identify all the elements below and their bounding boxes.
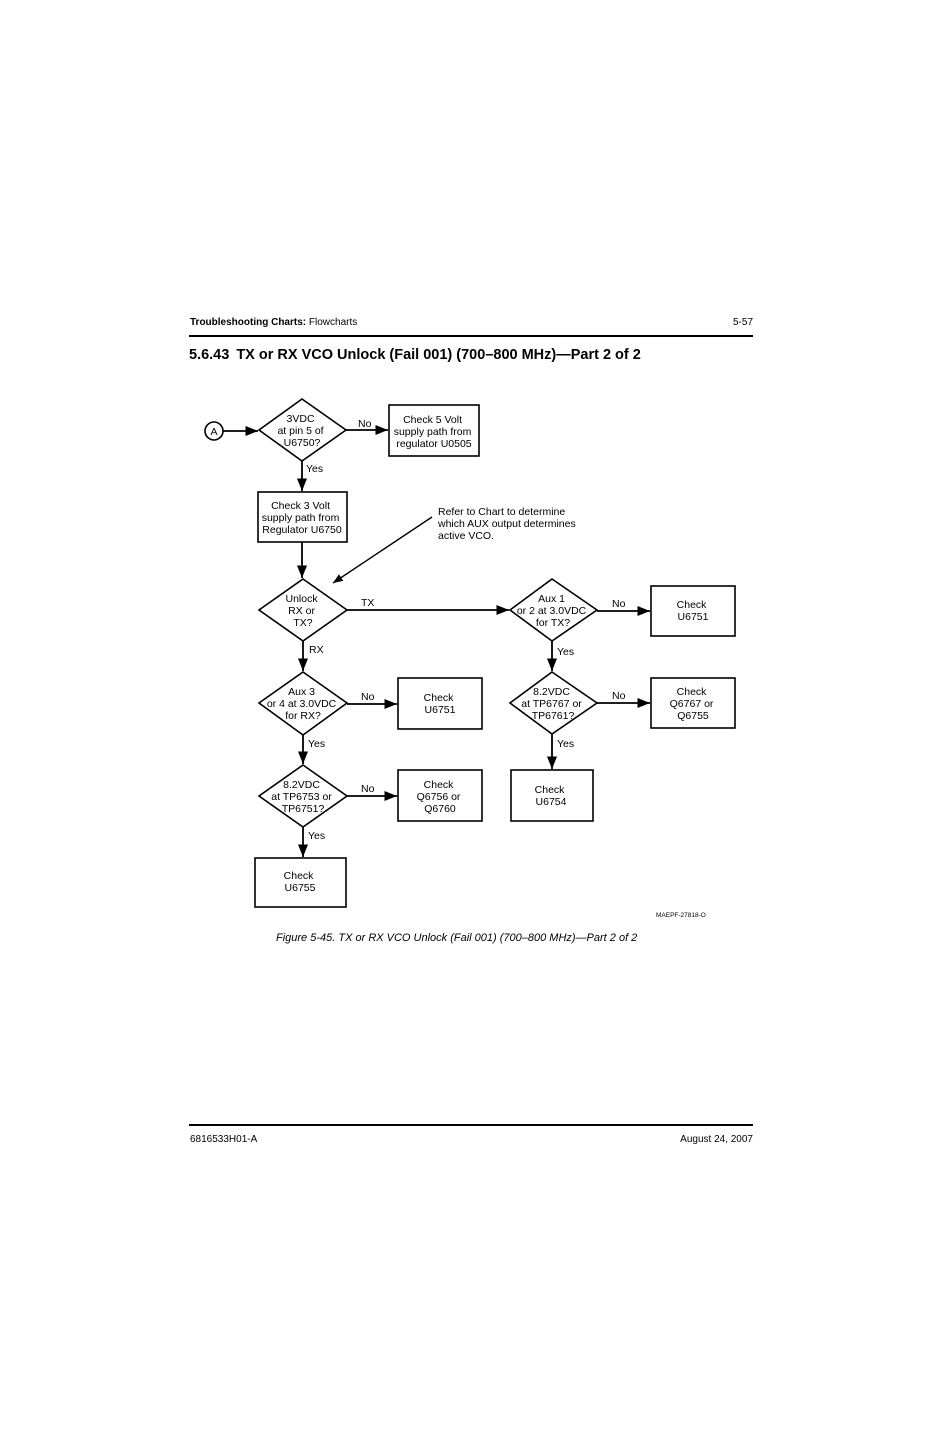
box-check-q6767: Check Q6767 or Q6755 <box>650 677 736 729</box>
decision-unlock: Unlock RX or TX? <box>257 578 349 642</box>
box-q6756-line1: Check <box>424 779 455 791</box>
box-u6755-line1: Check <box>284 870 315 882</box>
svg-text:Aux 1 or 2 at 3.0VDC: Aux 1 or 2 at 3.0VDC for TX? <box>517 593 589 629</box>
decision-aux12-line2: or 2 at 3.0VDC <box>517 605 587 617</box>
box-check-u6751-tx: Check U6751 <box>650 585 736 637</box>
label-rx: RX <box>309 644 324 656</box>
decision-8v-tx-line3: TP6761? <box>532 710 575 722</box>
figure-caption: Figure 5-45. TX or RX VCO Unlock (Fail 0… <box>276 932 638 944</box>
note-line1: Refer to Chart to determine <box>438 506 565 518</box>
label-yes-8v-tx: Yes <box>557 738 574 750</box>
box-check-3v: Check 3 Volt supply path from Regulator … <box>257 491 348 543</box>
box-check-q6756: Check Q6756 or Q6760 <box>397 769 483 822</box>
header-rule <box>189 335 753 337</box>
label-no-aux12: No <box>612 598 626 610</box>
decision-unlock-line1: Unlock <box>285 593 318 605</box>
decision-3vdc: 3VDC at pin 5 of U6750? <box>257 398 348 462</box>
page-number: 5-57 <box>732 317 753 328</box>
decision-unlock-line2: RX or <box>288 605 315 617</box>
note-line3: active VCO. <box>438 530 494 542</box>
label-no-8v-tx: No <box>612 690 626 702</box>
label-no-8v-rx: No <box>361 783 375 795</box>
footer-rule <box>189 1124 753 1126</box>
svg-text:8.2VDC at TP6767 or: 8.2VDC at TP6767 or TP6761? <box>521 686 584 722</box>
label-tx: TX <box>361 597 374 609</box>
decision-aux34: Aux 3 or 4 at 3.0VDC for RX? <box>257 671 349 736</box>
label-yes-3vdc: Yes <box>306 463 323 475</box>
svg-text:Check 5 Volt supply path: Check 5 Volt supply path from regulator … <box>394 414 475 450</box>
decision-8v-tx-line2: at TP6767 or <box>521 698 582 710</box>
box-check-u6755: Check U6755 <box>254 857 347 908</box>
box-u6751-rx-line2: U6751 <box>425 704 456 716</box>
box-check-3v-line2: supply path from <box>262 512 340 524</box>
section-title: 5.6.43 TX or RX VCO Unlock (Fail 001) (70… <box>189 347 641 363</box>
svg-text:Check U6751: Check U6751 <box>677 599 710 623</box>
svg-text:3VDC at pin 5 of U: 3VDC at pin 5 of U6750? <box>277 413 326 449</box>
doc-number: 6816533H01-A <box>190 1134 258 1145</box>
connector-a: A <box>204 421 224 441</box>
decision-aux34-line3: for RX? <box>285 710 321 722</box>
svg-text:Check U6754: Check U6754 <box>535 784 568 808</box>
decision-aux12-line1: Aux 1 <box>538 593 565 605</box>
svg-text:Check 3 Volt supply path: Check 3 Volt supply path from Regulator … <box>262 500 343 536</box>
connector-label: A <box>210 426 217 438</box>
box-check-5v-line2: supply path from <box>394 426 472 438</box>
section-title-text: TX or RX VCO Unlock (Fail 001) (700–800 … <box>236 347 641 363</box>
svg-text:Check Q6756 or Q67: Check Q6756 or Q6760 <box>417 779 464 815</box>
box-check-u6754: Check U6754 <box>510 769 594 822</box>
svg-text:Check U6755: Check U6755 <box>284 870 317 894</box>
label-no-aux34: No <box>361 691 375 703</box>
decision-8v-tx: 8.2VDC at TP6767 or TP6761? <box>508 671 599 735</box>
note-text: Refer to Chart to determine which AUX ou… <box>437 506 579 542</box>
box-check-3v-line3: Regulator U6750 <box>262 524 342 536</box>
header-section-rest: Flowcharts <box>306 317 358 328</box>
box-u6754-line2: U6754 <box>536 796 567 808</box>
label-yes-8v-rx: Yes <box>308 830 325 842</box>
decision-3vdc-line1: 3VDC <box>287 413 315 425</box>
doc-date: August 24, 2007 <box>680 1134 753 1145</box>
box-u6754-line1: Check <box>535 784 566 796</box>
svg-text:8.2VDC at TP6753 or: 8.2VDC at TP6753 or TP6751? <box>271 779 334 815</box>
decision-aux34-line2: or 4 at 3.0VDC <box>267 698 337 710</box>
decision-aux12-line3: for TX? <box>536 617 570 629</box>
box-check-5v: Check 5 Volt supply path from regulator … <box>388 404 480 457</box>
label-yes-aux12: Yes <box>557 646 574 658</box>
box-u6755-line2: U6755 <box>285 882 316 894</box>
decision-3vdc-line3: U6750? <box>284 437 321 449</box>
decision-8v-rx-line1: 8.2VDC <box>283 779 320 791</box>
box-q6767-line3: Q6755 <box>677 710 709 722</box>
box-q6767-line2: Q6767 or <box>670 698 714 710</box>
label-no-3vdc: No <box>358 418 372 430</box>
svg-text:Aux 3 or 4 at 3.0VDC: Aux 3 or 4 at 3.0VDC for RX? <box>267 686 339 722</box>
figure-id: MAEPF-27818-O <box>656 912 706 919</box>
svg-text:Check Q6767 or Q67: Check Q6767 or Q6755 <box>670 686 717 722</box>
note-pointer-arrow <box>332 516 433 584</box>
box-q6756-line3: Q6760 <box>424 803 456 815</box>
box-u6751-rx-line1: Check <box>424 692 455 704</box>
box-check-3v-line1: Check 3 Volt <box>271 500 330 512</box>
decision-8v-tx-line1: 8.2VDC <box>533 686 570 698</box>
svg-text:Check U6751: Check U6751 <box>424 692 457 716</box>
decision-8v-rx-line2: at TP6753 or <box>271 791 332 803</box>
box-check-5v-line1: Check 5 Volt <box>403 414 462 426</box>
decision-8v-rx: 8.2VDC at TP6753 or TP6751? <box>257 764 349 828</box>
box-u6751-tx-line2: U6751 <box>678 611 709 623</box>
header-section-bold: Troubleshooting Charts: <box>190 317 307 328</box>
running-header: Troubleshooting Charts: Flowcharts <box>190 317 357 328</box>
decision-aux12: Aux 1 or 2 at 3.0VDC for TX? <box>508 578 599 642</box>
svg-text:Unlock RX or TX?: Unlock RX or TX? <box>285 593 320 629</box>
note-line2: which AUX output determines <box>437 518 576 530</box>
label-yes-aux34: Yes <box>308 738 325 750</box>
box-u6751-tx-line1: Check <box>677 599 708 611</box>
decision-8v-rx-line3: TP6751? <box>282 803 325 815</box>
box-check-5v-line3: regulator U0505 <box>396 438 471 450</box>
section-number: 5.6.43 <box>189 347 230 363</box>
decision-unlock-line3: TX? <box>293 617 312 629</box>
decision-aux34-line1: Aux 3 <box>288 686 315 698</box>
box-check-u6751-rx: Check U6751 <box>397 677 483 730</box>
box-q6767-line1: Check <box>677 686 708 698</box>
box-q6756-line2: Q6756 or <box>417 791 461 803</box>
decision-3vdc-line2: at pin 5 of <box>277 425 323 437</box>
